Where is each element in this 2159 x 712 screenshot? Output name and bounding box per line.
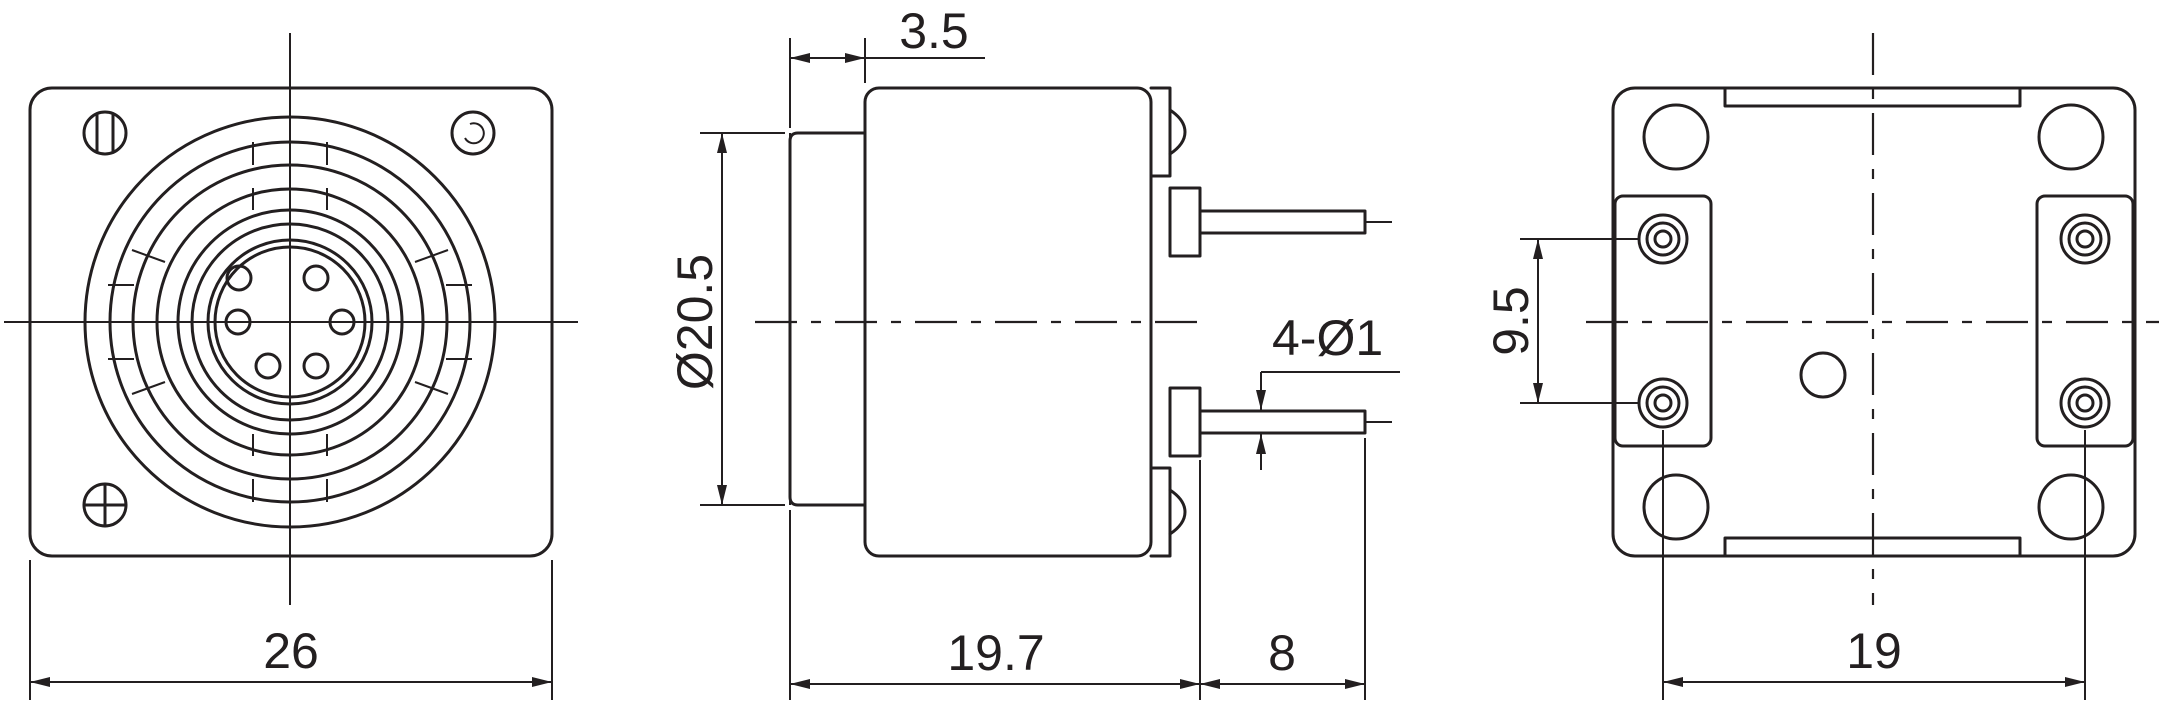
body-length-label: 19.7 bbox=[947, 625, 1044, 681]
rear-view: 9.5 19 bbox=[1483, 33, 2159, 700]
pin-length-label: 8 bbox=[1268, 625, 1296, 681]
pin-pitch-horizontal-label: 19 bbox=[1846, 623, 1902, 679]
side-view: 3.5 Ø20.5 19.7 8 4-Ø1 bbox=[667, 3, 1400, 700]
body-diameter-label: Ø20.5 bbox=[667, 254, 723, 390]
front-width-label: 26 bbox=[263, 623, 319, 679]
flange-offset-label: 3.5 bbox=[899, 3, 969, 59]
front-view: 26 bbox=[4, 33, 578, 700]
pin-pitch-vertical-label: 9.5 bbox=[1483, 286, 1539, 356]
pin-diameter-label: 4-Ø1 bbox=[1272, 310, 1383, 366]
